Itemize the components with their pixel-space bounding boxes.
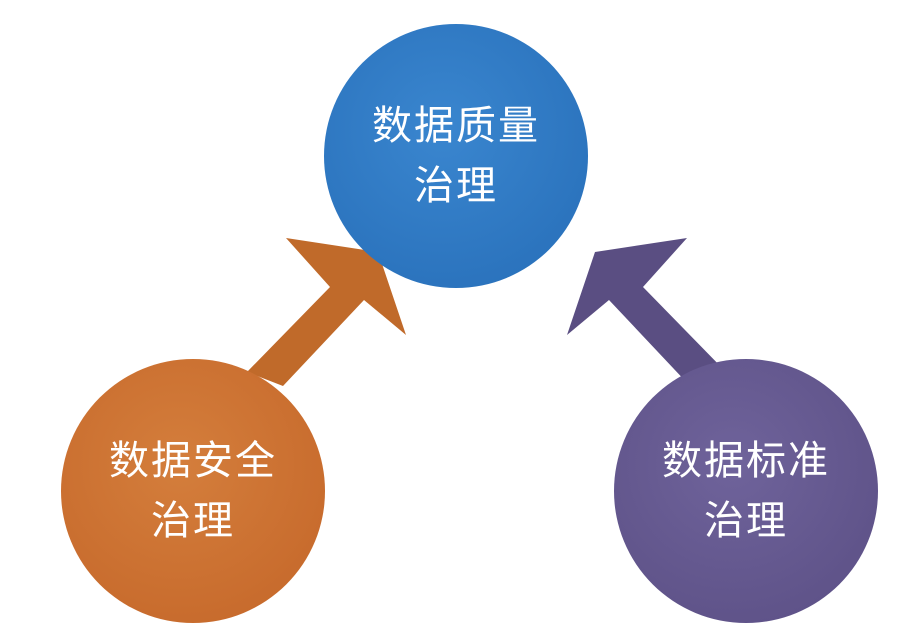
node-label-quality: 数据质量 治理: [324, 24, 588, 288]
node-circle-standard: [614, 359, 878, 623]
arrow-security-to-quality: [247, 238, 406, 386]
node-label-security: 数据安全 治理: [61, 359, 325, 623]
node-label-standard: 数据标准 治理: [614, 359, 878, 623]
arrow-standard-to-quality: [567, 238, 726, 386]
node-standard-line2: 治理: [704, 498, 788, 544]
node-standard-line1: 数据标准: [662, 438, 830, 484]
node-circle-quality: [324, 24, 588, 288]
node-circle-security: [61, 359, 325, 623]
node-security-line2: 治理: [151, 498, 235, 544]
node-quality-line2: 治理: [414, 163, 498, 209]
node-security-line1: 数据安全: [109, 438, 277, 484]
node-quality-line1: 数据质量: [372, 103, 540, 149]
